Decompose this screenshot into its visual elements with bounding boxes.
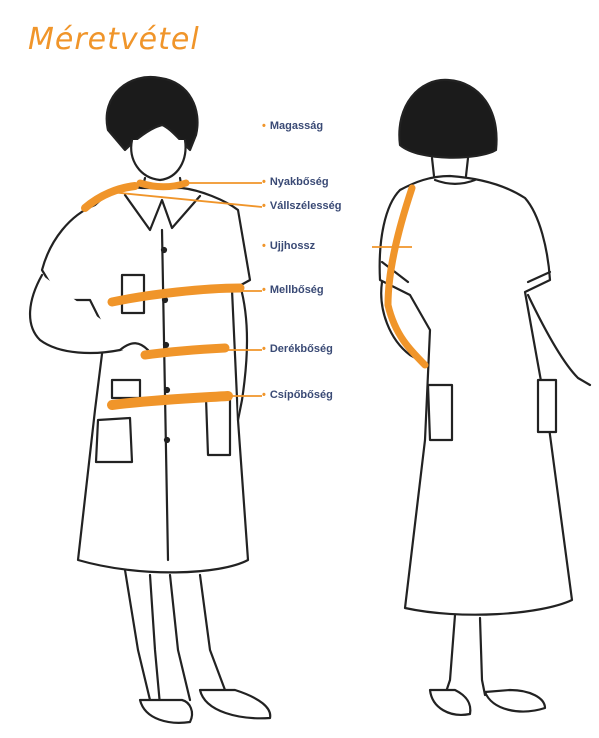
label-csipoboseg: •Csípőbőség xyxy=(262,389,333,401)
bullet-icon: • xyxy=(262,389,266,401)
label-magassag: •Magasság xyxy=(262,120,323,132)
bullet-icon: • xyxy=(262,240,266,252)
bullet-icon: • xyxy=(262,176,266,188)
bullet-icon: • xyxy=(262,343,266,355)
label-vallszelesseg: •Vállszélesség xyxy=(262,200,341,212)
back-figure xyxy=(380,80,590,715)
label-derekboseg: •Derékbőség xyxy=(262,343,333,355)
bullet-icon: • xyxy=(262,200,266,212)
label-ujjhossz: •Ujjhossz xyxy=(262,240,315,252)
label-mellboseg: •Mellbőség xyxy=(262,284,324,296)
label-nyakboseg: •Nyakbőség xyxy=(262,176,329,188)
bullet-icon: • xyxy=(262,284,266,296)
bullet-icon: • xyxy=(262,120,266,132)
